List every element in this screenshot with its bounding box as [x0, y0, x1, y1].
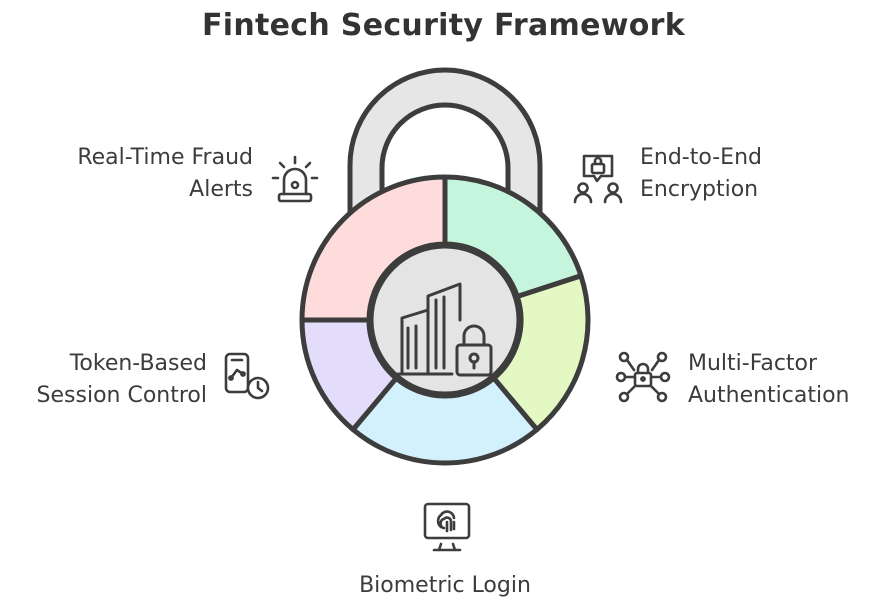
fingerprint-monitor-icon	[423, 502, 471, 552]
diagram-title: Fintech Security Framework	[201, 8, 685, 43]
buildings-lock-icon	[396, 282, 493, 377]
siren-icon	[271, 155, 319, 203]
label-fraud-alerts: Real-Time Fraud Alerts	[77, 145, 253, 202]
label-session: Token-Based Session Control	[36, 351, 207, 408]
label-encryption: End-to-End Encryption	[640, 145, 762, 202]
network-lock-icon	[615, 351, 671, 403]
padlock-shackle	[347, 67, 543, 233]
label-biometric: Biometric Login	[359, 573, 531, 598]
encrypted-chat-icon	[573, 154, 623, 204]
phone-clock-icon	[224, 352, 270, 400]
label-mfa: Multi-Factor Authentication	[688, 351, 850, 408]
